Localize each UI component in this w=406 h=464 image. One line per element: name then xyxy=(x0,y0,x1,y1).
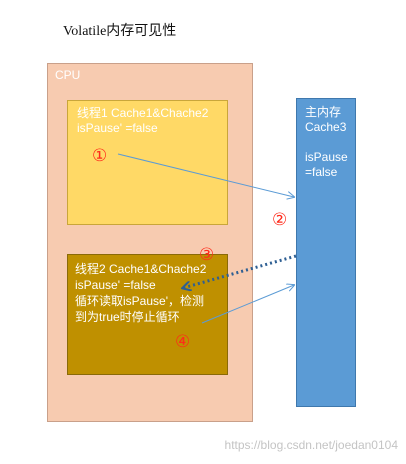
thread2-cache-box: 线程2 Cache1&Chache2 isPause' =false 循环读取i… xyxy=(67,254,228,375)
watermark: https://blog.csdn.net/joedan0104 xyxy=(224,438,398,452)
step-4-label: ④ xyxy=(175,332,191,352)
main-memory-title: 主内存 xyxy=(305,105,342,119)
diagram-title: Volatile内存可见性 xyxy=(63,24,177,39)
thread1-variable: isPause' =false xyxy=(77,121,158,135)
main-memory-variable: isPause xyxy=(305,150,348,164)
thread2-title: 线程2 Cache1&Chache2 xyxy=(75,262,207,276)
thread1-cache-box: 线程1 Cache1&Chache2 isPause' =false xyxy=(67,100,228,225)
step-2-label: ② xyxy=(272,210,288,230)
thread2-variable: isPause' =false xyxy=(75,278,156,292)
thread1-title: 线程1 Cache1&Chache2 xyxy=(77,106,209,120)
main-memory-value: =false xyxy=(305,165,338,179)
step-3-label: ③ xyxy=(199,245,215,265)
main-memory-box: 主内存 Cache3 isPause =false xyxy=(296,98,356,407)
step-1-label: ① xyxy=(92,146,108,166)
arrow-thread1-to-memory xyxy=(117,153,294,197)
arrow-thread2-to-memory xyxy=(201,285,294,324)
cpu-label: CPU xyxy=(55,68,81,82)
main-memory-cache: Cache3 xyxy=(305,120,347,134)
thread2-description-2: 到为true时停止循环 xyxy=(75,310,180,324)
thread2-description-1: 循环读取isPause'，检测 xyxy=(75,294,204,308)
